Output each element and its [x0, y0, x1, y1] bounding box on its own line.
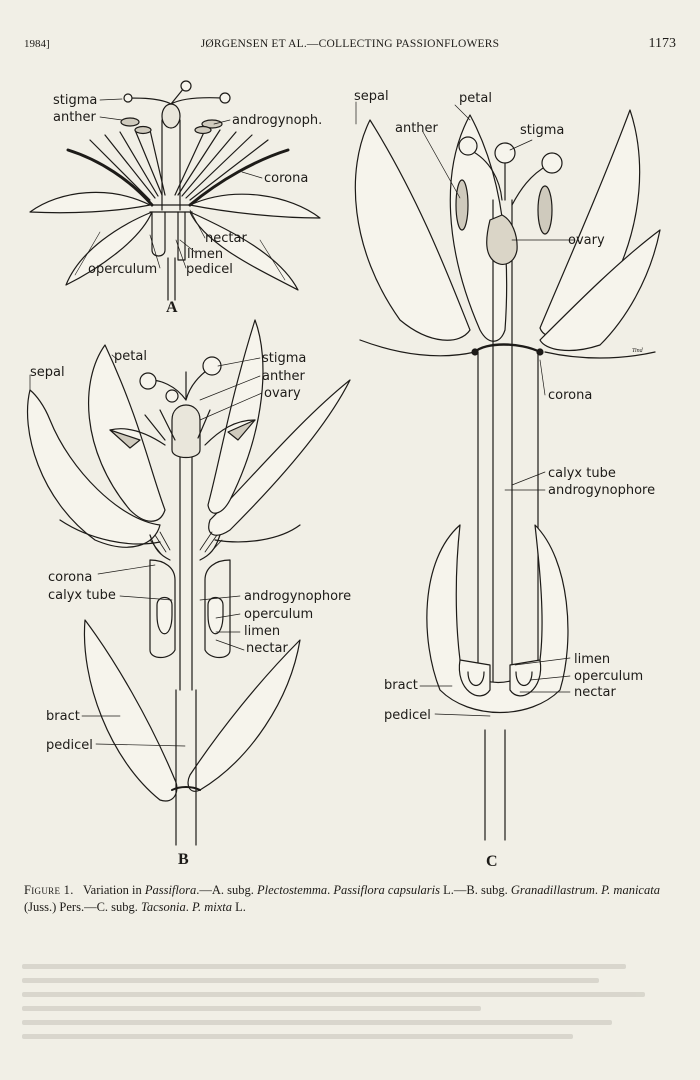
- caption-text-4: L.—B. subg.: [440, 883, 511, 897]
- label-b-operculum: operculum: [244, 607, 313, 622]
- label-a-limen: limen: [187, 247, 223, 262]
- label-c-stigma: stigma: [520, 123, 564, 138]
- labels-c: sepal petal anther stigma ovary corona c…: [354, 89, 655, 870]
- caption-text-7: .: [185, 900, 192, 914]
- label-c-petal: petal: [459, 91, 492, 106]
- label-b-sepal: sepal: [30, 365, 65, 380]
- caption-species-c: P. mixta: [191, 900, 233, 914]
- caption-text-1: Variation in: [83, 883, 145, 897]
- label-a-operculum: operculum: [88, 262, 157, 277]
- caption-subgenus-b: Granadillastrum: [510, 883, 595, 897]
- drawing-c: Tind: [354, 101, 661, 841]
- label-a-corona: corona: [264, 171, 308, 186]
- label-c-calyx-tube: calyx tube: [548, 466, 616, 481]
- label-c-limen: limen: [574, 652, 610, 667]
- labels-a: stigma anther androgynoph. corona nectar…: [53, 93, 322, 316]
- caption-figure-label: Figure 1.: [24, 883, 74, 897]
- panel-label-c: C: [486, 853, 498, 870]
- drawing-a: [29, 80, 321, 301]
- running-header: 1984] JØRGENSEN ET AL.—COLLECTING PASSIO…: [24, 36, 676, 56]
- label-c-sepal: sepal: [354, 89, 389, 104]
- label-c-anther: anther: [395, 121, 439, 136]
- label-b-stigma: stigma: [262, 351, 306, 366]
- label-b-androgynophore: androgynophore: [244, 589, 351, 604]
- page-number: 1173: [648, 36, 676, 51]
- label-b-anther: anther: [262, 369, 306, 384]
- caption-subgenus-c: Tacsonia: [141, 900, 186, 914]
- label-c-pedicel: pedicel: [384, 708, 431, 723]
- label-c-nectar: nectar: [574, 685, 616, 700]
- label-c-bract: bract: [384, 678, 418, 693]
- label-b-pedicel: pedicel: [46, 738, 93, 753]
- caption-text-8: L.: [232, 900, 246, 914]
- label-b-petal: petal: [114, 349, 147, 364]
- caption-text-6: (Juss.) Pers.—C. subg.: [24, 900, 142, 914]
- volume-year: 1984]: [24, 38, 50, 50]
- figure-1-illustration: Tind stigma anther androgynoph. corona n…: [26, 80, 661, 870]
- caption-text-2: .—A. subg.: [196, 883, 258, 897]
- caption-text-3: .: [327, 883, 334, 897]
- label-a-anther: anther: [53, 110, 97, 125]
- figure-caption: Figure 1. Variation in Passiflora.—A. su…: [24, 882, 676, 916]
- label-b-corona: corona: [48, 570, 92, 585]
- svg-text:Tind: Tind: [632, 348, 644, 354]
- caption-genus: Passiflora: [144, 883, 197, 897]
- bleed-through-texture: [22, 955, 678, 1065]
- running-title: JØRGENSEN ET AL.—COLLECTING PASSIONFLOWE…: [200, 38, 500, 50]
- label-c-corona: corona: [548, 388, 592, 403]
- label-c-operculum: operculum: [574, 669, 643, 684]
- label-a-pedicel: pedicel: [186, 262, 233, 277]
- drawing-b: [26, 319, 351, 846]
- panel-label-b: B: [178, 851, 189, 868]
- label-c-ovary: ovary: [568, 233, 605, 248]
- panel-label-a: A: [166, 299, 178, 316]
- label-c-androgynophore: androgynophore: [548, 483, 655, 498]
- caption-species-b: P. manicata: [601, 883, 660, 897]
- caption-text-5: .: [594, 883, 602, 897]
- label-b-nectar: nectar: [246, 641, 288, 656]
- label-a-stigma: stigma: [53, 93, 97, 108]
- label-b-limen: limen: [244, 624, 280, 639]
- label-b-calyx-tube: calyx tube: [48, 588, 116, 603]
- label-a-androgynoph: androgynoph.: [232, 113, 322, 128]
- caption-species-a: Passiflora capsularis: [333, 883, 441, 897]
- label-a-nectar: nectar: [205, 231, 247, 246]
- label-b-ovary: ovary: [264, 386, 301, 401]
- label-b-bract: bract: [46, 709, 80, 724]
- caption-subgenus-a: Plectostemma: [257, 883, 328, 897]
- labels-b: petal sepal stigma anther ovary corona c…: [30, 349, 351, 868]
